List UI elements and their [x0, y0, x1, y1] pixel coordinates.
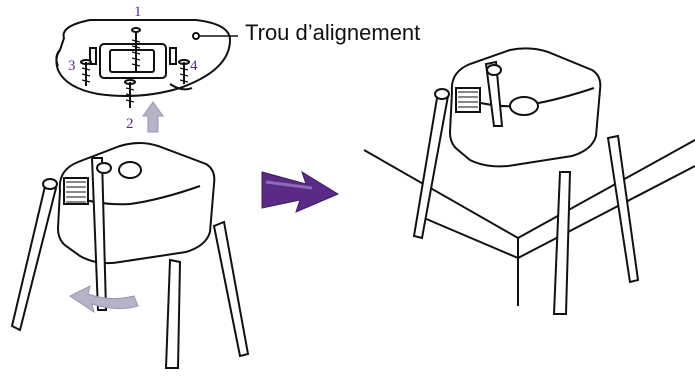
device-left	[10, 142, 250, 369]
screw-2-icon	[124, 79, 136, 108]
screw-number-3: 3	[68, 58, 76, 74]
screw-number-4: 4	[190, 58, 198, 74]
arrow-right-icon	[261, 170, 340, 213]
arrow-up-icon	[142, 101, 164, 133]
screw-1-icon	[131, 27, 141, 72]
rotate-arrow-icon	[69, 285, 139, 314]
device-right	[412, 47, 640, 315]
vent-grille	[63, 177, 89, 205]
screw-number-2: 2	[126, 116, 134, 132]
mounting-bracket	[55, 19, 232, 108]
table-surface	[363, 139, 695, 306]
alignment-hole-label: Trou d’alignement	[245, 20, 421, 45]
arrow-highlight	[265, 180, 313, 190]
screw-3-icon	[80, 59, 92, 86]
screw-4-icon	[178, 59, 190, 84]
vent-grille	[455, 87, 481, 113]
screw-number-1: 1	[134, 4, 142, 20]
